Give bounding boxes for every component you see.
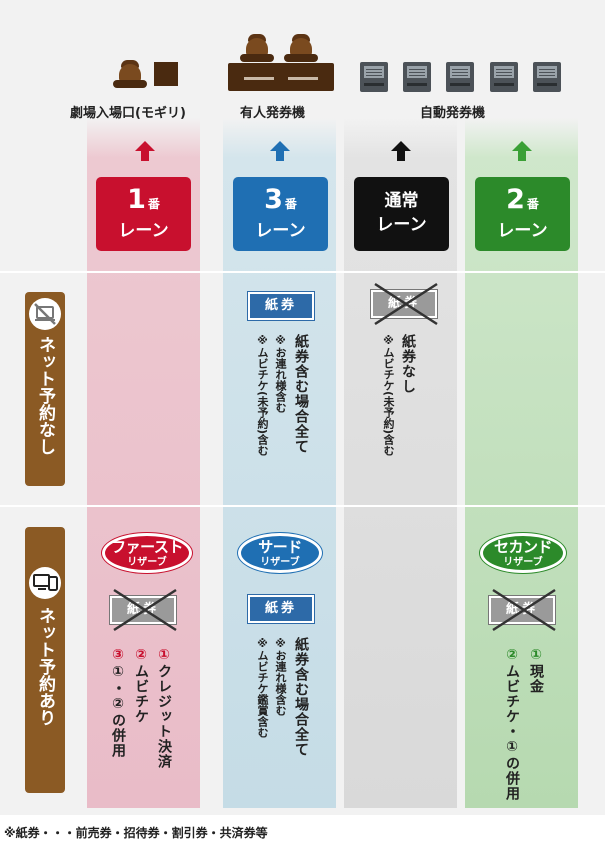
normal-no-res-main-text: 紙券なし bbox=[400, 334, 416, 394]
footnote: ※紙券・・・前売券・招待券・割引券・共済券等 bbox=[4, 826, 268, 840]
arrow-up-icon bbox=[512, 141, 532, 161]
header-staffed-label: 有人発券機 bbox=[240, 106, 306, 121]
lane3-no-res-note1: ※お連れ様含む bbox=[274, 334, 287, 413]
ticket-machine-icon bbox=[490, 62, 518, 92]
first-reserve-badge: ファースト リザーブ bbox=[102, 533, 192, 573]
paper-ticket-crossed-tag: 紙券 bbox=[488, 595, 556, 625]
devices-icon bbox=[29, 567, 61, 599]
first-item-2: ②ムビチケ bbox=[133, 647, 149, 724]
gate-box-icon bbox=[154, 62, 178, 86]
second-item-2: ②ムビチケ・①の併用 bbox=[504, 647, 520, 801]
paper-ticket-tag: 紙券 bbox=[247, 594, 315, 624]
arrow-up-icon bbox=[391, 141, 411, 161]
lane3-no-res-main-text: 紙券含む場合全て bbox=[293, 334, 309, 454]
row-label-reservation: ネット予約あり bbox=[25, 527, 65, 793]
second-item-1: ①現金 bbox=[528, 647, 544, 694]
header-automatic-label: 自動発券機 bbox=[420, 106, 486, 121]
ticket-machine-icon bbox=[533, 62, 561, 92]
arrow-up-icon bbox=[270, 141, 290, 161]
paper-ticket-tag: 紙券 bbox=[247, 291, 315, 321]
ticket-machine-icon bbox=[446, 62, 474, 92]
lane3-res-main-text: 紙券含む場合全て bbox=[293, 637, 309, 757]
ticket-machine-icon bbox=[403, 62, 431, 92]
paper-ticket-crossed-tag: 紙券 bbox=[370, 289, 438, 319]
header-entrance-label: 劇場入場口(モギリ) bbox=[70, 106, 186, 121]
no-network-icon bbox=[29, 298, 61, 330]
first-item-3: ③①・②の併用 bbox=[110, 647, 126, 758]
staff-person-icon bbox=[240, 34, 274, 62]
normal-no-res-note: ※ムビチケ(未予約)含む bbox=[382, 334, 395, 457]
row-label-no-reservation: ネット予約なし bbox=[25, 292, 65, 486]
third-reserve-badge: サード リザーブ bbox=[238, 533, 322, 573]
arrow-up-icon bbox=[135, 141, 155, 161]
counter-icon bbox=[228, 63, 334, 91]
lane3-res-note2: ※ムビチケ鑑賞含む bbox=[256, 637, 269, 738]
attendant-icon bbox=[113, 60, 147, 88]
ticket-machine-icon bbox=[360, 62, 388, 92]
row-divider-middle bbox=[0, 505, 605, 507]
paper-ticket-crossed-tag: 紙券 bbox=[109, 595, 177, 625]
first-item-1: ①クレジット決済 bbox=[156, 647, 172, 769]
lane-normal-box: 通常 レーン bbox=[354, 177, 449, 251]
lane3-res-note1: ※お連れ様含む bbox=[274, 637, 287, 716]
row-divider-top bbox=[0, 271, 605, 273]
second-reserve-badge: セカンド リザーブ bbox=[480, 533, 566, 573]
staff-person-icon bbox=[284, 34, 318, 62]
lane3-no-res-note2: ※ムビチケ(未予約)含む bbox=[256, 334, 269, 457]
